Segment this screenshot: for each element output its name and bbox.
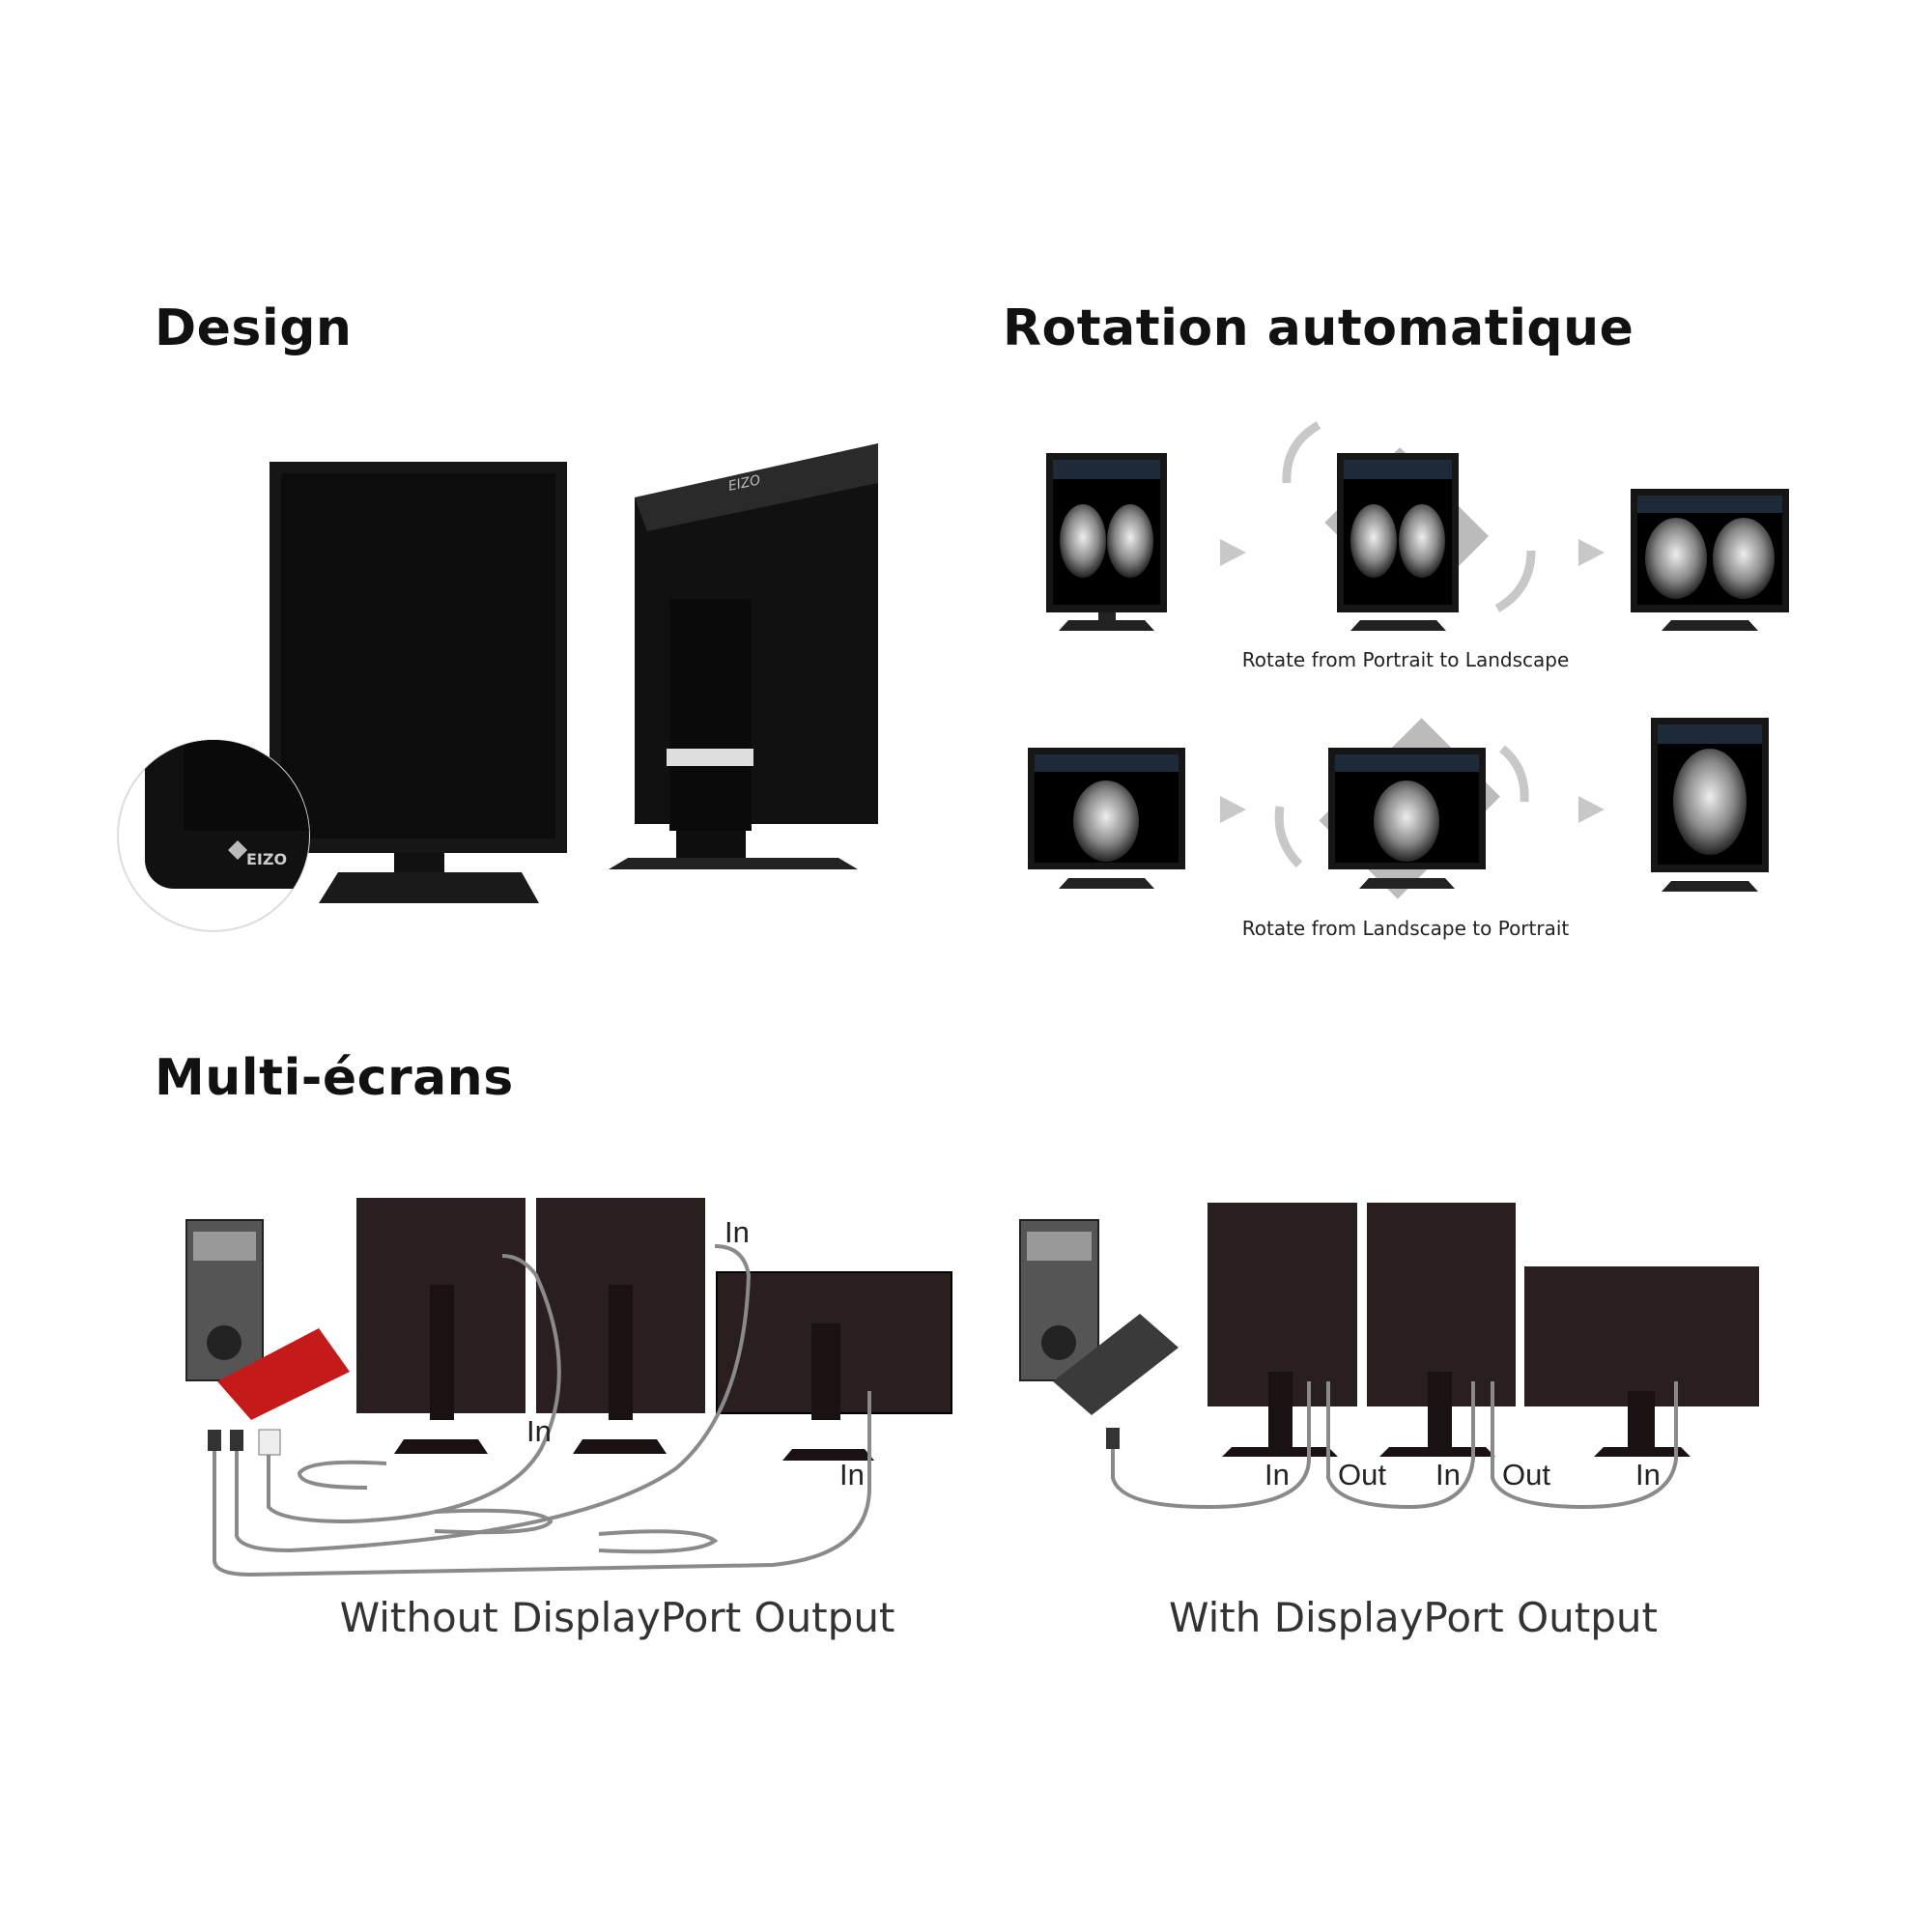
port-label: In	[526, 1414, 552, 1448]
port-label: In	[724, 1215, 750, 1249]
cables	[213, 1244, 871, 1577]
logo-zoom-inset: EIZO	[117, 739, 310, 932]
rotate-arrow-icon	[1282, 421, 1321, 484]
port-label: In	[1635, 1458, 1661, 1492]
port-label: Out	[1338, 1458, 1386, 1492]
portrait-monitor-end	[1651, 718, 1769, 892]
without-displayport-diagram	[185, 1198, 952, 1577]
rotate-arrow-icon	[1499, 745, 1529, 803]
port-label: In	[1264, 1458, 1290, 1492]
front-monitor-image	[270, 462, 567, 903]
port-label: In	[839, 1458, 865, 1492]
with-displayport-diagram	[1019, 1203, 1759, 1510]
graphics-card	[217, 1328, 350, 1420]
multi-screen-heading: Multi-écrans	[155, 1049, 514, 1107]
graphics-card	[1053, 1314, 1179, 1415]
portrait-monitor-start	[1046, 453, 1167, 631]
cables	[1111, 1381, 1678, 1510]
rotation-heading: Rotation automatique	[1003, 299, 1634, 357]
rotating-monitor-landscape-to-portrait	[1274, 718, 1529, 899]
arrow-right-icon	[1578, 539, 1605, 566]
port-label: Out	[1502, 1458, 1550, 1492]
caption-portrait-to-landscape: Rotate from Portrait to Landscape	[1241, 648, 1570, 671]
monitor-back-landscape	[1524, 1266, 1759, 1406]
svg-text:EIZO: EIZO	[246, 850, 287, 868]
rotating-monitor-portrait-to-landscape	[1282, 421, 1536, 631]
arrow-right-icon	[1220, 539, 1246, 566]
rotate-arrow-icon	[1494, 550, 1536, 612]
caption-with-displayport: With DisplayPort Output	[1168, 1594, 1659, 1641]
landscape-monitor-end	[1631, 489, 1789, 631]
rotate-arrow-icon	[1274, 806, 1303, 868]
design-heading: Design	[155, 299, 353, 357]
arrow-right-icon	[1220, 796, 1246, 823]
port-label: In	[1435, 1458, 1461, 1492]
caption-without-displayport: Without DisplayPort Output	[339, 1594, 895, 1641]
landscape-monitor-start	[1028, 748, 1185, 889]
svg-text:EIZO: EIZO	[727, 472, 762, 495]
caption-landscape-to-portrait: Rotate from Landscape to Portrait	[1241, 917, 1570, 940]
arrow-right-icon	[1578, 796, 1605, 823]
back-monitor-image: EIZO	[609, 443, 878, 869]
